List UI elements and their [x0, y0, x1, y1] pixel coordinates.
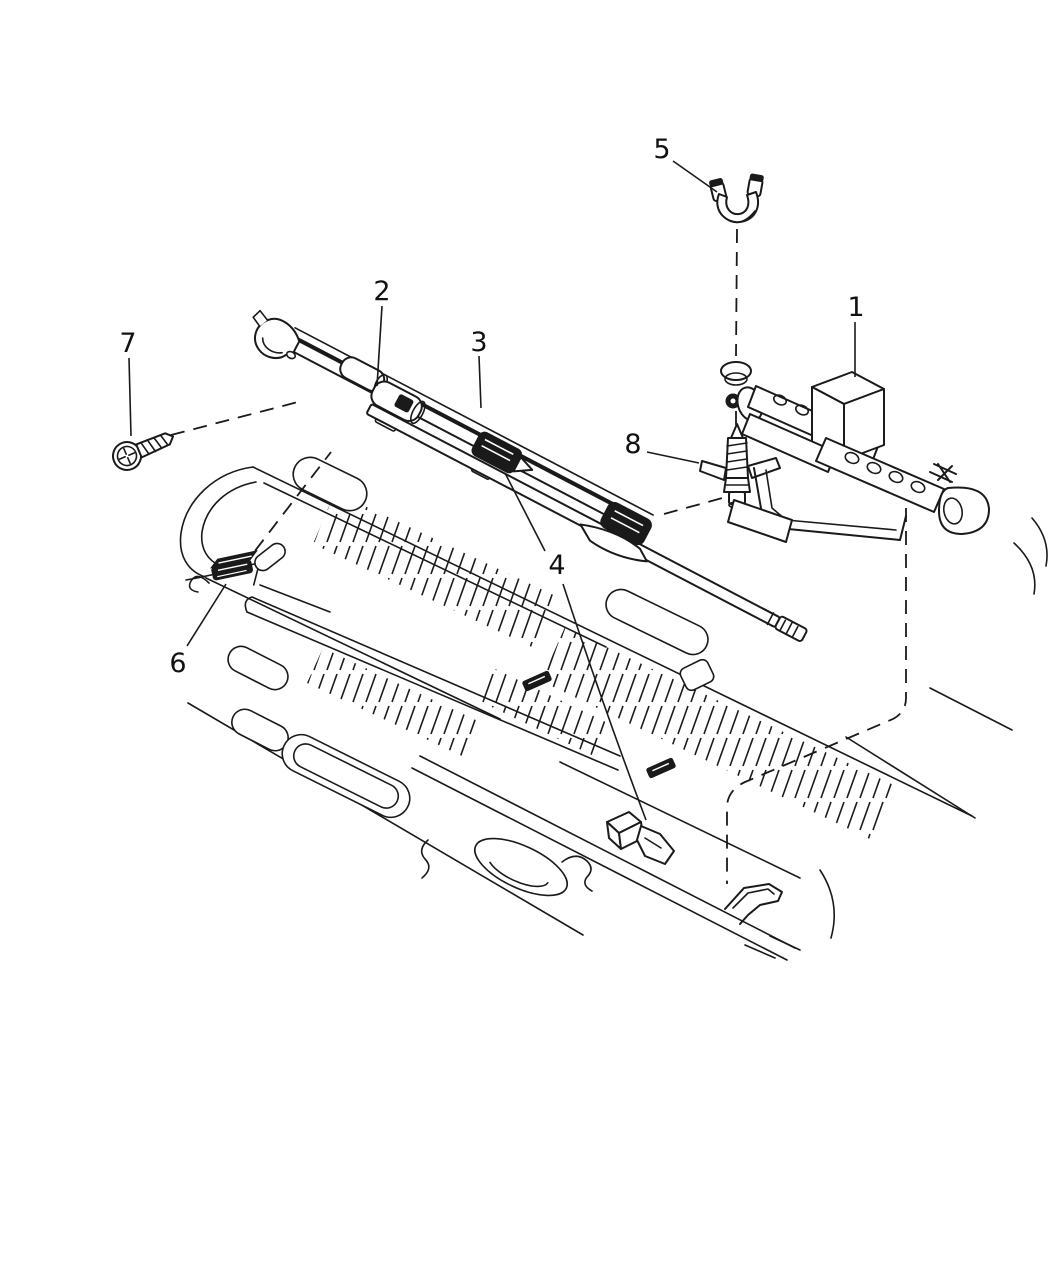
callout-6: 6 [169, 648, 186, 679]
callout-leader-lines [128, 160, 856, 821]
jack-saddle [811, 371, 885, 461]
wing-left [699, 460, 727, 481]
clip-floor-slot [252, 542, 286, 586]
jack-lower-arm [741, 413, 945, 513]
jack-to-floor-dash-line [726, 508, 907, 884]
floor-stowage-clip-right [646, 757, 676, 779]
wrench-end-bracket [579, 501, 652, 563]
jack-roller [929, 463, 990, 535]
callout-5: 5 [653, 134, 670, 165]
floor-stampings [227, 456, 1048, 939]
leader-line-7 [128, 357, 132, 437]
handle-floor-bracket [606, 811, 675, 865]
leader-line-4-upper [504, 472, 546, 552]
callout-3: 3 [470, 327, 487, 358]
jack-hold-down-clamp [709, 173, 764, 224]
clamp-to-jack-dash-line [735, 228, 738, 357]
floor-stowage-clip-left [522, 670, 552, 692]
screw-to-wrench-dash-line [170, 401, 299, 436]
callout-2: 2 [373, 276, 390, 307]
callout-1: 1 [847, 292, 864, 323]
floor-hatch-bands [307, 492, 900, 842]
leader-line-4-lower [562, 583, 647, 821]
floor-sill-lines [187, 596, 801, 961]
leader-line-6 [186, 583, 227, 647]
callout-4: 4 [548, 550, 565, 581]
stowage-clip [188, 542, 286, 593]
jack-base [727, 467, 907, 543]
callout-8: 8 [624, 429, 641, 460]
leader-line-8 [646, 451, 700, 464]
clip-to-handle-dash-line [240, 451, 332, 570]
mounting-screw [112, 432, 175, 471]
bolt-to-wrench-dash-line [663, 496, 727, 515]
alignment-lines [170, 228, 907, 884]
wing-right [747, 457, 781, 479]
truck-bed-floor [179, 456, 1048, 961]
callout-7: 7 [119, 328, 136, 359]
lug-wrench-hook-end [252, 309, 301, 360]
jack-handle-rod [366, 403, 808, 642]
leader-line-5 [672, 160, 718, 193]
scissor-jack [720, 361, 990, 543]
leader-line-3 [478, 355, 482, 409]
callout-labels: 1 2 3 4 5 6 7 8 [119, 134, 864, 679]
leader-line-2 [376, 305, 383, 387]
jack-floor-strap [724, 883, 783, 925]
wing-bolt [699, 423, 781, 509]
phillips-cross-icon [118, 447, 136, 465]
